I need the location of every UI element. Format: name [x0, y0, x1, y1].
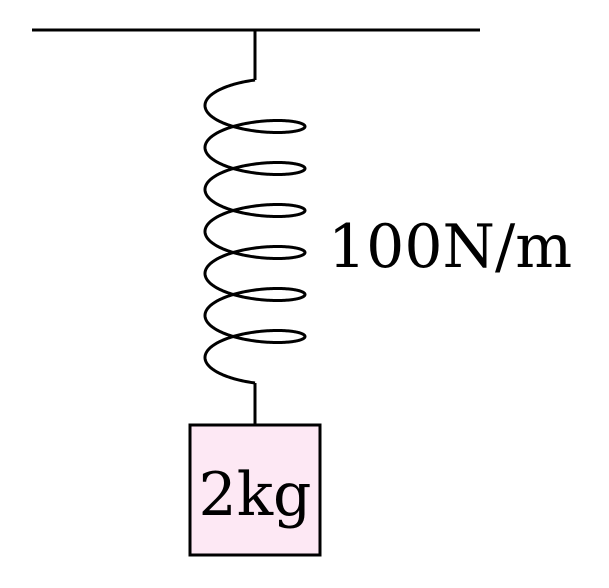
spring-constant-label: 100N/m [328, 212, 572, 282]
spring-coil [203, 78, 307, 385]
mass-block [188, 423, 322, 557]
mass-label: 2kg [199, 460, 312, 530]
